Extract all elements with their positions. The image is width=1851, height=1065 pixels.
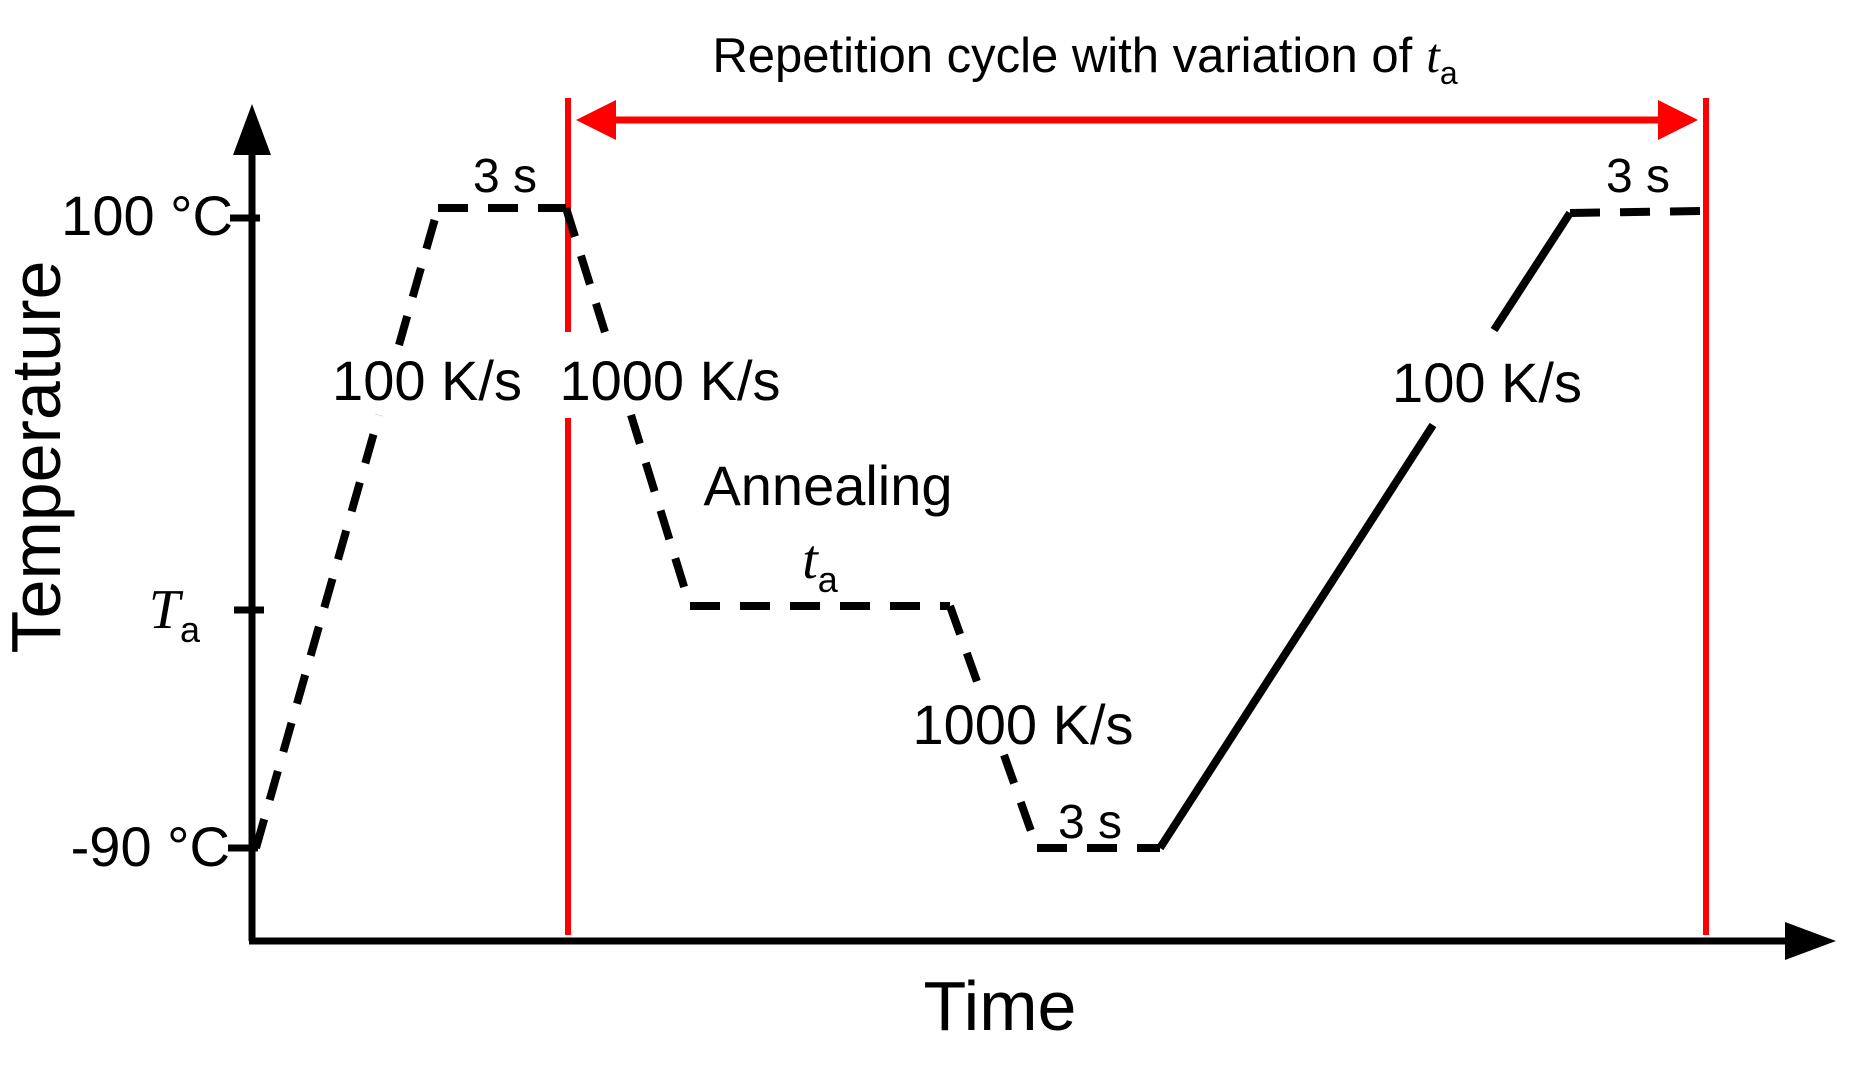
figure-title-subscript: a (1440, 55, 1458, 91)
cool-1000ks-to-m90 (946, 604, 1041, 850)
ytick-label-ta: Ta (149, 579, 201, 650)
ramp-up-100ks-dashed (252, 206, 442, 850)
ytick-ta-subscript: a (180, 609, 201, 650)
annealing-label: Annealing (703, 454, 952, 517)
y-axis-arrow-head (233, 104, 271, 155)
ytick-label-100c: 100 °C (61, 184, 233, 247)
annealing-time-label: ta (802, 529, 839, 600)
figure-title-variable: t (1426, 28, 1441, 83)
x-axis-title: Time (924, 967, 1077, 1045)
hold-3s-label-2: 3 s (1058, 796, 1122, 849)
rate-label-heat-1: 100 K/s (332, 349, 522, 412)
ytick-label-m90c: -90 °C (71, 815, 230, 878)
rate-label-heat-2: 100 K/s (1392, 351, 1582, 414)
rate-label-cool-2: 1000 K/s (912, 693, 1133, 756)
axes (228, 104, 1836, 960)
x-axis-arrow-head (1785, 922, 1836, 960)
cool-1000ks-to-ta (562, 206, 694, 608)
repetition-cycle-markers (565, 98, 1709, 935)
repetition-arrow-left-head (576, 100, 616, 140)
hold-3s-label-1: 3 s (473, 150, 537, 203)
temperature-profile (252, 204, 1701, 852)
annealing-time-variable: t (802, 529, 819, 591)
figure-title-text: Repetition cycle with variation of (712, 29, 1412, 83)
hold-100c-plateau-2 (1569, 207, 1701, 217)
hold-3s-label-3: 3 s (1606, 150, 1670, 203)
repetition-arrow-right-head (1658, 100, 1698, 140)
ramp-up-100ks-solid (1156, 210, 1574, 851)
annealing-time-subscript: a (818, 559, 839, 600)
figure-title: Repetition cycle with variation of ta (712, 28, 1458, 91)
ytick-ta-variable: T (149, 579, 184, 641)
y-axis-title: Temperature (0, 261, 75, 654)
rate-label-cool-1: 1000 K/s (559, 349, 780, 412)
